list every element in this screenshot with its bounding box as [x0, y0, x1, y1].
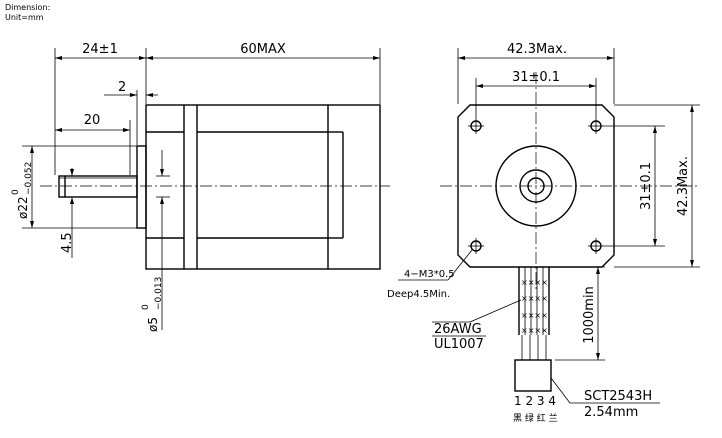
dim-60: 60MAX [240, 42, 286, 57]
lead-length: 1000min [582, 286, 597, 344]
connector-pitch: 2.54mm [584, 405, 638, 420]
boss-circle [495, 145, 577, 227]
svg-text:××××: ×××× [521, 311, 548, 320]
mounting-hole-bl [468, 238, 484, 254]
svg-text:××××: ×××× [521, 278, 548, 287]
dim-22-lower: −0.052 [24, 162, 34, 195]
mounting-boss [136, 145, 147, 229]
dim-2: 2 [118, 80, 126, 95]
wire-bundle: ×××× ×××× ×××× ×××× [518, 267, 550, 335]
dim-24: 24±1 [82, 42, 118, 57]
motor-body-outline [145, 104, 381, 270]
pin-colors: 黑 绿 红 兰 [513, 412, 558, 424]
dim-22-upper: 0 [11, 189, 21, 195]
dim-31-right: 31±0.1 [639, 162, 654, 210]
shaft-circle [527, 177, 545, 195]
connector-housing [514, 359, 552, 392]
dim-5-base: ø5 [146, 317, 160, 332]
mounting-hole-tl [468, 118, 484, 134]
motor-shaft [58, 175, 138, 198]
hole-depth: Deep4.5Min. [387, 289, 450, 300]
dim-5-lower: −0.013 [154, 277, 164, 310]
dim-20: 20 [84, 113, 101, 128]
hole-note: 4−M3*0.5 [404, 269, 455, 280]
mounting-hole-br [588, 238, 604, 254]
front-view: 42.3Max. 31±0.1 31±0.1 42.3Max. 4−M3*0.5… [387, 42, 700, 424]
dim-31-top: 31±0.1 [512, 70, 560, 85]
mounting-hole-tr [588, 118, 604, 134]
svg-text:××××: ×××× [521, 294, 548, 303]
connector-model: SCT2543H [584, 389, 652, 404]
wire-gauge: 26AWG [434, 322, 482, 337]
dim-4-5: 4.5 [60, 232, 75, 253]
pin-numbers: 1 2 3 4 [514, 394, 556, 408]
side-view: 24±1 60MAX 2 20 ø22 0 −0.052 4 [11, 42, 390, 332]
dim-42-right: 42.3Max. [676, 156, 691, 216]
dimension-label: Dimension: [5, 3, 50, 12]
dim-5-upper: 0 [141, 304, 151, 310]
unit-label: Unit=mm [5, 13, 44, 22]
dim-42-top: 42.3Max. [507, 42, 567, 57]
dim-22-base: ø22 [16, 196, 30, 219]
wire-standard: UL1007 [434, 337, 484, 352]
svg-text:××××: ×××× [521, 326, 548, 335]
